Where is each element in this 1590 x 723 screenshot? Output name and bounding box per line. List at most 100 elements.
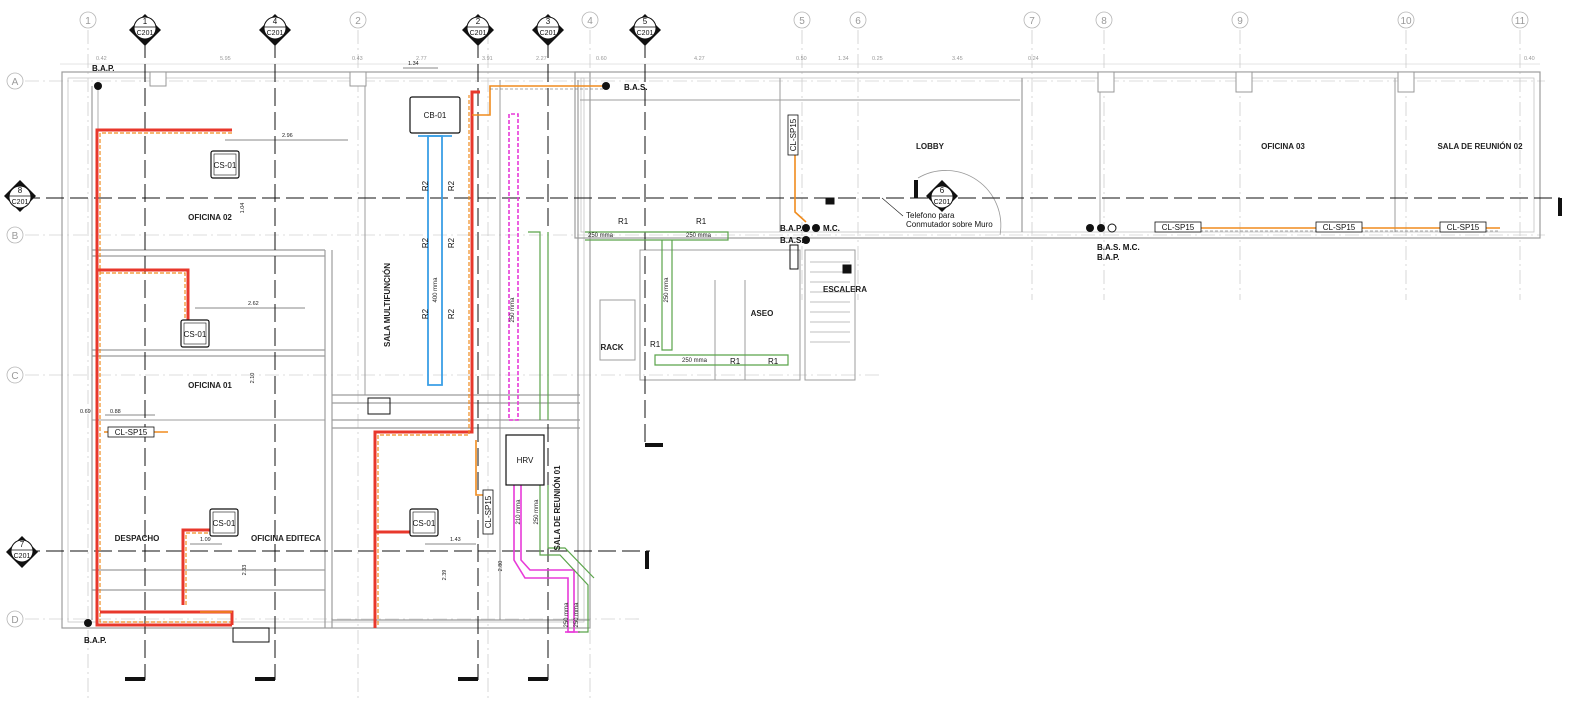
room-labels: OFICINA 02 OFICINA 01 DESPACHO OFICINA E… [115,142,1523,551]
bas-label: B.A.S. [780,236,804,245]
section-marker-7-number: 7 [20,540,25,549]
section-marker-4-ref: C201 [267,30,284,37]
duct-size-250-vertical: 250 mma [564,602,570,628]
dim-top-11: 3.45 [952,56,963,62]
section-marker-4-number: 4 [273,17,278,26]
r1-label: R1 [696,217,707,226]
grid-column-labels: 1 2 4 5 6 7 8 9 10 11 [85,16,1525,27]
cs01-unit: CS-01 [209,508,239,537]
r2-label: R2 [447,308,456,319]
cs01-units: CS-01 CS-01 CS-01 CS-01 [180,150,439,537]
telefono-label-line1: Telefono para [906,211,955,220]
duct-size-250-vertical: 250 mma [534,499,540,525]
r1-label: R1 [618,217,629,226]
duct-size-250-vertical: 250 mma [510,297,516,323]
section-marker-8-number: 8 [18,186,23,195]
room-sala-reunion-01: SALA DE REUNIÓN 01 [553,465,562,551]
dim-1-43: 1.43 [450,537,461,543]
dim-0-69: 0.69 [80,409,91,415]
dim-2-62: 2.62 [248,301,259,307]
dim-2-96: 2.96 [282,133,293,139]
hrv-unit: HRV [505,434,545,486]
duct-size-250-vertical: 250 mma [574,602,580,628]
return-duct-magenta [508,113,580,633]
section-markers: 1 C201 4 C201 2 C201 3 C201 [4,14,958,568]
section-marker-3-number: 3 [546,17,551,26]
section-marker-6-number: 6 [940,186,945,195]
r1-grilles: R1 R1 R1 R1 R1 [618,217,779,366]
section-marker-2: 2 C201 [462,14,494,46]
duct-size-250: 250 mma [682,358,708,364]
section-marker-8: 8 C201 [4,180,36,212]
section-marker-5: 5 C201 [629,14,661,46]
bap-label: B.A.P. [780,224,803,233]
grid-col-8: 8 [1101,16,1107,27]
section-marker-1-ref: C201 [137,30,154,37]
clsp15-box-vertical: CL-SP15 [482,489,494,535]
grid-row-labels: A B C D [11,77,18,626]
section-marker-7: 7 C201 [6,536,38,568]
room-oficina-editeca: OFICINA EDITECA [251,534,321,543]
cs01-label: CS-01 [184,330,207,339]
cs01-label: CS-01 [213,519,236,528]
supply-duct-blue [418,135,452,386]
section-marker-8-ref: C201 [12,199,29,206]
cb01-unit: CB-01 [409,96,461,134]
section-marker-4: 4 C201 [259,14,291,46]
dim-0-88: 0.88 [110,409,121,415]
section-marker-3: 3 C201 [532,14,564,46]
dim-top-4: 3.91 [482,56,493,62]
clsp15-label: CL-SP15 [1323,223,1356,232]
grid-col-2: 2 [355,16,361,27]
duct-size-400: 400 mma [433,277,439,303]
cs01-label: CS-01 [413,519,436,528]
dim-top-7: 4.27 [694,56,705,62]
grid-col-1: 1 [85,16,91,27]
dim-top-13: 0.40 [1524,56,1535,62]
section-marker-5-ref: C201 [637,30,654,37]
clsp15-label: CL-SP15 [789,118,798,151]
r2-label: R2 [447,180,456,191]
dim-top-10: 0.25 [872,56,883,62]
section-marker-6-ref: C201 [934,199,951,206]
hrv-label: HRV [517,456,534,465]
grid-col-7: 7 [1029,16,1035,27]
duct-size-250-vertical: 250 mma [664,277,670,303]
section-marker-6: 6 C201 [926,180,958,212]
section-marker-2-number: 2 [476,17,481,26]
cs01-unit: CS-01 [210,150,240,179]
room-lobby: LOBBY [916,142,945,151]
room-aseo: ASEO [751,309,774,318]
grid-col-6: 6 [855,16,861,27]
duct-size-250: 250 mma [588,233,614,239]
r1-label: R1 [650,340,661,349]
dim-top-3: 2.77 [416,56,427,62]
r1-label: R1 [730,357,741,366]
supply-duct-dashed [490,88,1500,232]
duct-green [528,231,789,633]
section-marker-1: 1 C201 [129,14,161,46]
dim-2-33: 2.33 [242,565,248,576]
telefono-label-line2: Conmutador sobre Muro [906,220,993,229]
dim-1-04: 1.04 [240,203,246,214]
r2-label: R2 [421,308,430,319]
clsp15-units: CL-SP15 CL-SP15 CL-SP15 CL-SP15 CL-SP15 … [107,114,1487,535]
walls [61,71,1541,629]
electrical-symbols: B.A.P. B.A.S. B.A.P. B.A.P. M.C. B.A.S. … [84,64,1140,645]
exhaust-duct-red [95,90,480,628]
dim-top-2: 0.43 [352,56,363,62]
r2-label: R2 [421,180,430,191]
cb01-label: CB-01 [424,111,447,120]
room-sala-reunion-02: SALA DE REUNIÓN 02 [1437,142,1523,151]
duct-size-210: 210 mma [516,499,522,525]
grid-row-b: B [12,231,19,242]
r1-label: R1 [768,357,779,366]
misc-fixtures [232,197,852,643]
dim-2-39: 2.39 [442,570,448,581]
grid-col-9: 9 [1237,16,1243,27]
section-marker-1-number: 1 [143,17,148,26]
clsp15-box-vertical: CL-SP15 [787,114,799,156]
grid-col-5: 5 [799,16,805,27]
dim-2-10: 2.10 [250,373,256,384]
